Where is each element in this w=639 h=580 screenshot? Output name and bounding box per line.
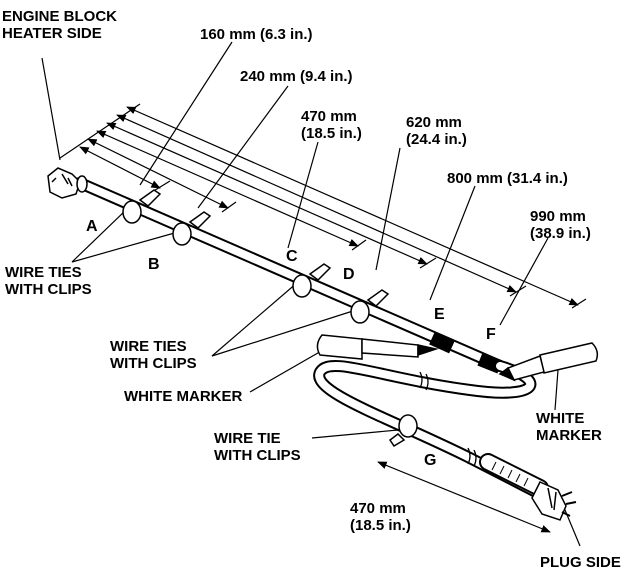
- dim-470-bottom-label: 470 mm (18.5 in.): [350, 500, 411, 534]
- wire-tie-clips: [122, 189, 418, 448]
- point-c: C: [286, 248, 298, 265]
- engine-block-heater-side-label: ENGINE BLOCK HEATER SIDE: [2, 8, 118, 42]
- clip-g-tie: [388, 414, 418, 448]
- dim-160-label: 160 mm (6.3 in.): [200, 26, 313, 43]
- clip-a-tie: [122, 189, 162, 224]
- engine-side-connector: [47, 167, 88, 199]
- plug-side-label: PLUG SIDE: [540, 554, 621, 571]
- wire-ties-with-clips-label-1: WIRE TIES WITH CLIPS: [5, 264, 92, 298]
- arrow-990: [126, 106, 579, 306]
- clip-c-tie: [292, 263, 332, 298]
- marker-band-e: [429, 331, 455, 354]
- dim-470-label: 470 mm (18.5 in.): [301, 108, 362, 142]
- point-g: G: [424, 452, 437, 469]
- clip-b-tie: [172, 211, 212, 246]
- point-a: A: [86, 218, 98, 235]
- arrow-470-bottom: [377, 461, 551, 533]
- white-marker-left-label: WHITE MARKER: [124, 388, 243, 405]
- point-b: B: [148, 256, 160, 273]
- point-f: F: [486, 326, 496, 343]
- clip-d-tie: [350, 289, 390, 324]
- dim-240-label: 240 mm (9.4 in.): [240, 68, 353, 85]
- dimension-arrows: [59, 103, 587, 533]
- plug-side-connector: [531, 481, 577, 521]
- wire-ties-with-clips-label-2: WIRE TIES WITH CLIPS: [110, 338, 197, 372]
- dim-800-label: 800 mm (31.4 in.): [447, 170, 568, 187]
- white-marker-left: [316, 334, 439, 360]
- dim-620-label: 620 mm (24.4 in.): [406, 114, 467, 148]
- white-marker-right-label: WHITE MARKER: [536, 410, 602, 444]
- point-d: D: [343, 266, 355, 283]
- cord-loop: [313, 359, 549, 500]
- wire-tie-with-clips-label: WIRE TIE WITH CLIPS: [214, 430, 301, 464]
- point-e: E: [434, 306, 445, 323]
- dim-990-label: 990 mm (38.9 in.): [530, 208, 591, 242]
- white-marker-right: [498, 342, 599, 382]
- arrow-470: [96, 130, 359, 247]
